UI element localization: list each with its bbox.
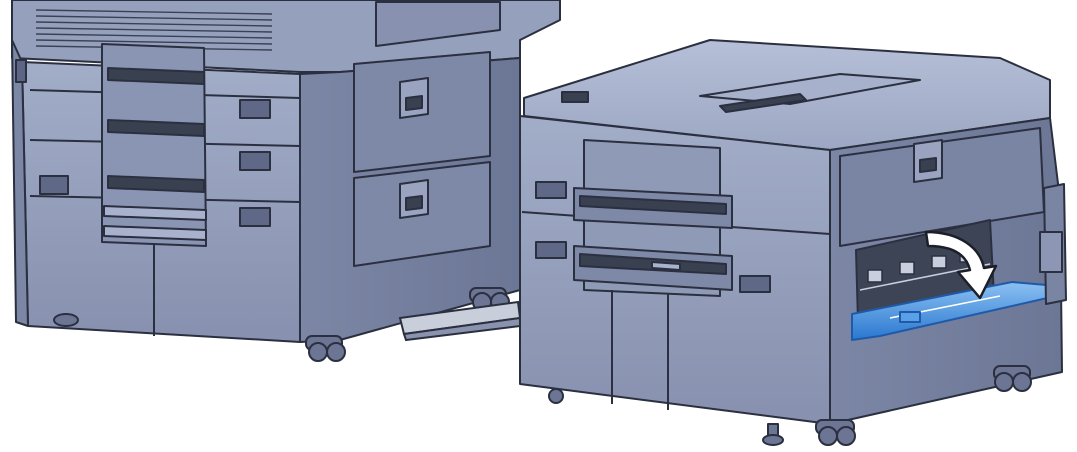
door-latch-icon: [913, 139, 943, 183]
side-feeder-unit: [519, 39, 1067, 446]
main-machine: [11, 0, 561, 362]
feeder-top-release-button: [561, 91, 589, 103]
feeder-recess-handles: [535, 181, 771, 293]
feeder-front-drawers: [521, 139, 831, 410]
cover-hinge: [899, 311, 921, 323]
left-edge-handle: [15, 59, 27, 83]
feeder-right-handle: [1039, 231, 1063, 273]
curved-arrow-down-icon: [924, 230, 998, 300]
drawer-recess-handles: [39, 99, 271, 227]
vent-grille: [35, 9, 273, 51]
upper-side-panel: [375, 1, 501, 47]
door-latch-icon: [399, 77, 429, 219]
left-edge: [11, 39, 29, 327]
drawer-handle-stack: [101, 43, 207, 247]
feeder-casters: [548, 365, 1032, 446]
